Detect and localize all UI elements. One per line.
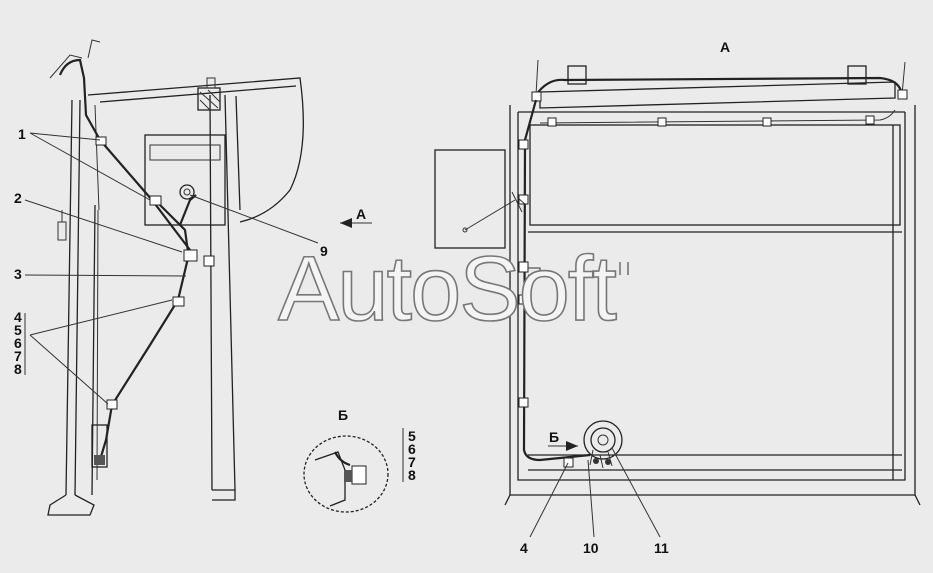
callout-3: 3 [14,266,22,282]
callout-4: 4 [14,309,22,325]
detail-b [303,428,404,513]
callout-4-right: 4 [520,540,528,556]
callout-10: 10 [583,540,599,556]
left-side-view [24,39,372,516]
callout-11: 11 [654,540,669,556]
callout-9: 9 [320,243,328,259]
callout-7: 7 [14,348,22,364]
view-a-arrow-label: А [356,206,366,222]
detail-callout-6: 6 [408,441,416,457]
callout-6: 6 [14,335,22,351]
detail-b-title: Б [338,407,348,423]
callout-1: 1 [18,126,26,142]
right-view-a [434,59,921,538]
view-b-arrow-label: Б [549,429,559,445]
view-a-title: А [720,39,730,55]
detail-callout-5: 5 [408,428,416,444]
detail-callout-8: 8 [408,467,416,483]
callout-8: 8 [14,361,22,377]
callout-2: 2 [14,190,22,206]
detail-callout-7: 7 [408,454,416,470]
callout-5: 5 [14,322,22,338]
watermark: AutoSoft [278,238,616,340]
